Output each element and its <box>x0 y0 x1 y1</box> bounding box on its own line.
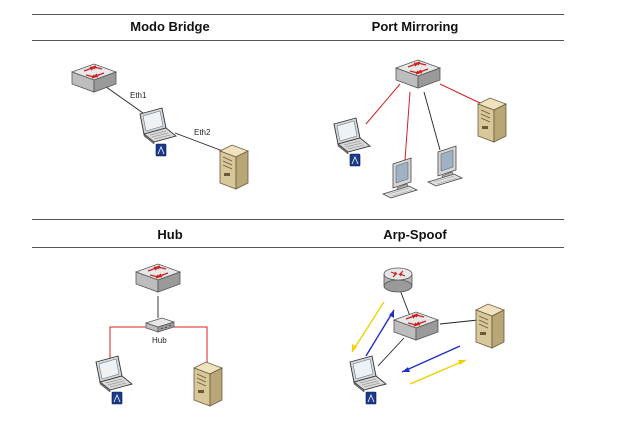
arrowhead-yellow-right <box>458 360 466 365</box>
bridge-link-eth1 <box>101 83 151 119</box>
hub-link-laptop <box>109 326 150 360</box>
panel-port-mirroring <box>333 59 507 199</box>
title-hub: Hub <box>157 227 183 242</box>
mirror-link-pc-2 <box>423 91 441 151</box>
arrow-yellow-right <box>409 359 467 385</box>
mirror-link-pc-1 <box>404 91 411 161</box>
panel-arp-spoof <box>349 267 505 405</box>
server-icon <box>193 361 223 407</box>
panel-hub: Hub <box>95 263 223 407</box>
desktop-pc-icon <box>382 157 418 199</box>
arrowhead-blue-left <box>389 310 394 318</box>
mirror-link-laptop <box>365 83 401 125</box>
mirror-link-server <box>439 83 483 105</box>
router-icon <box>383 267 413 293</box>
top-rule <box>32 14 564 15</box>
arp-link-server <box>439 319 479 325</box>
title-modo-bridge: Modo Bridge <box>130 19 210 34</box>
panel-modo-bridge: Eth1 Eth2 <box>71 63 249 190</box>
header-rule-top <box>32 40 564 41</box>
middle-rule <box>32 219 564 220</box>
label-hub: Hub <box>152 336 167 345</box>
hub-link-server <box>174 326 208 364</box>
arrow-blue-left <box>365 309 395 357</box>
label-eth1: Eth1 <box>130 91 147 100</box>
title-port-mirroring: Port Mirroring <box>371 19 459 34</box>
hub-icon <box>145 317 175 333</box>
arrowhead-yellow-left <box>352 344 357 352</box>
switch-icon <box>393 311 439 341</box>
switch-icon <box>71 63 117 93</box>
laptop-icon <box>139 107 177 157</box>
arrow-blue-right <box>401 345 461 373</box>
switch-icon <box>395 59 441 89</box>
arp-link-router <box>399 289 411 317</box>
desktop-pc-icon <box>427 145 463 187</box>
server-icon <box>475 303 505 349</box>
label-eth2: Eth2 <box>194 128 211 137</box>
laptop-icon <box>333 117 371 167</box>
bridge-link-eth2 <box>174 132 229 154</box>
laptop-icon <box>95 355 133 405</box>
arrow-yellow-left <box>351 301 385 353</box>
arrowhead-blue-right <box>402 367 410 372</box>
header-rule-bottom <box>32 247 564 248</box>
switch-icon <box>135 263 181 293</box>
arp-link-laptop <box>377 337 405 367</box>
title-arp-spoof: Arp-Spoof <box>383 227 447 242</box>
server-icon <box>477 97 507 143</box>
server-icon <box>219 144 249 190</box>
